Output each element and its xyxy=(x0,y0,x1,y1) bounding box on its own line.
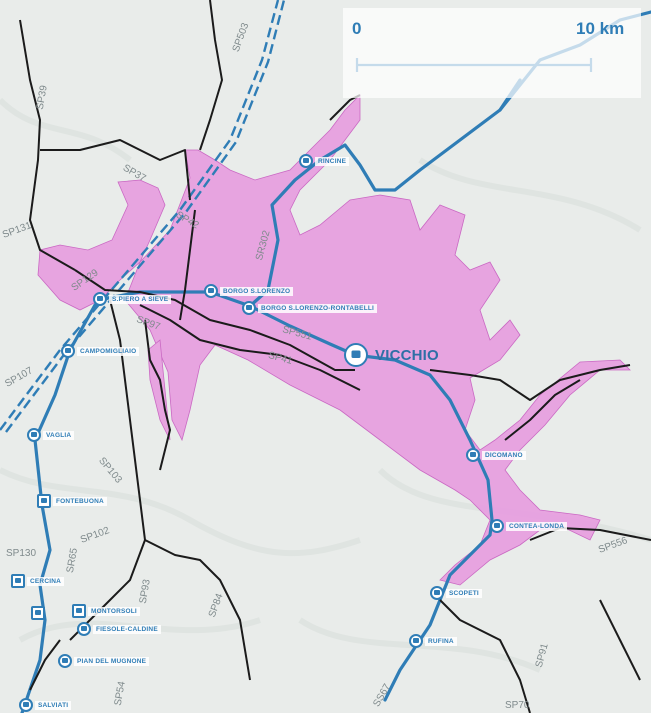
station-salviati[interactable]: SALVIATI xyxy=(19,698,72,712)
station-s-piero-a-sieve[interactable]: S.PIERO A SIEVE xyxy=(93,292,172,306)
bus-icon xyxy=(37,494,51,508)
station-vaglia[interactable]: VAGLIA xyxy=(27,428,75,442)
station-label: RINCINE xyxy=(315,156,350,166)
station-label: BORGO S.LORENZO xyxy=(220,286,294,296)
train-icon xyxy=(299,154,313,168)
station-label: DICOMANO xyxy=(482,450,526,460)
station-label: SCOPETI xyxy=(446,588,482,598)
station-campomigliaio[interactable]: CAMPOMIGLIAIO xyxy=(61,344,140,358)
station-label: RUFINA xyxy=(425,636,457,646)
train-icon xyxy=(466,448,480,462)
train-icon xyxy=(58,654,72,668)
train-icon xyxy=(430,586,444,600)
train-icon xyxy=(242,301,256,315)
station-cercina-secondary[interactable] xyxy=(31,606,45,620)
road-label-sp130: SP130 xyxy=(6,548,37,559)
station-label: S.PIERO A SIEVE xyxy=(109,294,172,304)
station-label: CONTEA-LONDA xyxy=(506,521,568,531)
station-fontebuona[interactable]: FONTEBUONA xyxy=(37,494,107,508)
station-vicchio[interactable]: VICCHIO xyxy=(344,343,442,367)
train-icon xyxy=(93,292,107,306)
station-dicomano[interactable]: DICOMANO xyxy=(466,448,526,462)
bus-icon xyxy=(72,604,86,618)
train-icon xyxy=(344,343,368,367)
station-contea-londa[interactable]: CONTEA-LONDA xyxy=(490,519,568,533)
station-montorsoli[interactable]: MONTORSOLI xyxy=(72,604,140,618)
train-icon xyxy=(61,344,75,358)
station-scopeti[interactable]: SCOPETI xyxy=(430,586,482,600)
station-rincine[interactable]: RINCINE xyxy=(299,154,350,168)
station-cercina[interactable]: CERCINA xyxy=(11,574,65,588)
station-label: SALVIATI xyxy=(35,700,72,710)
station-label: CAMPOMIGLIAIO xyxy=(77,346,140,356)
station-borgo-s-lorenzo-rontabelli[interactable]: BORGO S.LORENZO-RONTABELLI xyxy=(242,301,378,315)
station-label: FIESOLE-CALDINE xyxy=(93,624,161,634)
station-rufina[interactable]: RUFINA xyxy=(409,634,457,648)
station-label: VAGLIA xyxy=(43,430,75,440)
train-icon xyxy=(77,622,91,636)
bus-icon xyxy=(11,574,25,588)
station-label: BORGO S.LORENZO-RONTABELLI xyxy=(258,303,378,313)
station-label: VICCHIO xyxy=(375,346,439,364)
scale-end-label: 10 km xyxy=(576,19,625,38)
bus-icon xyxy=(31,606,45,620)
station-label: MONTORSOLI xyxy=(88,606,140,616)
station-pian-del-mugnone[interactable]: PIAN DEL MUGNONE xyxy=(58,654,150,668)
train-icon xyxy=(204,284,218,298)
roads xyxy=(19,0,651,713)
road-label-sp70: SP70 xyxy=(505,700,530,711)
station-borgo-s-lorenzo[interactable]: BORGO S.LORENZO xyxy=(204,284,294,298)
station-label: FONTEBUONA xyxy=(53,496,107,506)
train-icon xyxy=(409,634,423,648)
station-label: PIAN DEL MUGNONE xyxy=(74,656,150,666)
station-fiesole-caldine[interactable]: FIESOLE-CALDINE xyxy=(77,622,161,636)
scale-bar-panel xyxy=(343,8,641,98)
train-icon xyxy=(490,519,504,533)
train-icon xyxy=(27,428,41,442)
scale-start-label: 0 xyxy=(352,19,362,38)
station-label: CERCINA xyxy=(27,576,65,586)
train-icon xyxy=(19,698,33,712)
